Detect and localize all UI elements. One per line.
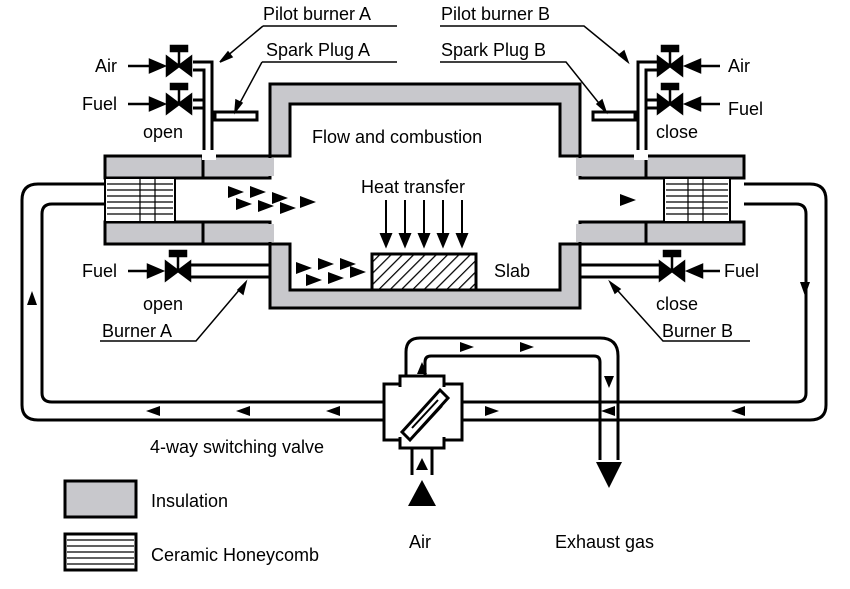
flow-combustion-label: Flow and combustion bbox=[312, 127, 483, 147]
heat-transfer-arrows bbox=[379, 200, 469, 249]
switching-valve-label: 4-way switching valve bbox=[150, 437, 325, 457]
flame-arrows-lower bbox=[296, 258, 366, 286]
pilot-burner-a-pipe bbox=[193, 60, 214, 156]
pilot-burner-b-label: Pilot burner B bbox=[441, 4, 551, 24]
flame-arrows-upper bbox=[228, 186, 316, 214]
right-regenerator bbox=[644, 154, 746, 246]
air-b-label: Air bbox=[728, 56, 750, 76]
fuel-a-main-label: Fuel bbox=[82, 261, 118, 281]
legend-insulation-swatch bbox=[63, 479, 138, 519]
close-b-bottom-label: close bbox=[656, 294, 699, 314]
fuel-a-pilot-label: Fuel bbox=[82, 94, 118, 114]
fuel-b-main-label: Fuel bbox=[724, 261, 760, 281]
heat-transfer-label: Heat transfer bbox=[361, 177, 466, 197]
input-arrows bbox=[128, 58, 720, 279]
burner-a-pipe bbox=[190, 263, 270, 279]
exhaust-arrow bbox=[596, 462, 622, 488]
air-inlet-arrow bbox=[408, 480, 436, 506]
close-b-top-label: close bbox=[656, 122, 699, 142]
fuel-b-pilot-label: Fuel bbox=[728, 99, 764, 119]
leader-lines bbox=[100, 25, 750, 342]
valve-fuel-a-pilot bbox=[165, 82, 193, 116]
burner-b-label: Burner B bbox=[662, 321, 734, 341]
furnace-shell bbox=[201, 82, 648, 310]
valve-fuel-b-main bbox=[658, 249, 686, 283]
slab bbox=[370, 252, 478, 292]
valve-air-a bbox=[165, 44, 193, 78]
valve-fuel-b-pilot bbox=[656, 82, 684, 116]
burner-a-label: Burner A bbox=[102, 321, 173, 341]
slab-label: Slab bbox=[494, 261, 531, 281]
open-a-bottom-label: open bbox=[143, 294, 184, 314]
return-duct bbox=[20, 182, 828, 422]
spark-plug-a-label: Spark Plug A bbox=[266, 40, 371, 60]
spark-plug-b bbox=[591, 110, 637, 122]
air-inlet-label: Air bbox=[409, 532, 431, 552]
pilot-burner-b-pipe bbox=[636, 60, 658, 156]
legend-insulation-label: Insulation bbox=[151, 491, 229, 511]
exhaust-gas-label: Exhaust gas bbox=[555, 532, 655, 552]
pilot-burner-a-label: Pilot burner A bbox=[263, 4, 372, 24]
exit-flow-arrow bbox=[620, 194, 636, 206]
open-a-top-label: open bbox=[143, 122, 184, 142]
four-way-switching-valve bbox=[382, 374, 464, 450]
burner-b-pipe bbox=[580, 263, 660, 279]
spark-plug-a bbox=[213, 110, 259, 122]
left-regenerator bbox=[103, 154, 205, 246]
valve-fuel-a-main bbox=[164, 249, 192, 283]
legend-honeycomb-swatch bbox=[63, 532, 138, 572]
legend-honeycomb-label: Ceramic Honeycomb bbox=[151, 545, 320, 565]
valve-air-b bbox=[656, 44, 684, 78]
spark-plug-b-label: Spark Plug B bbox=[441, 40, 547, 60]
air-a-label: Air bbox=[95, 56, 117, 76]
duct-flow-arrows bbox=[27, 282, 810, 416]
